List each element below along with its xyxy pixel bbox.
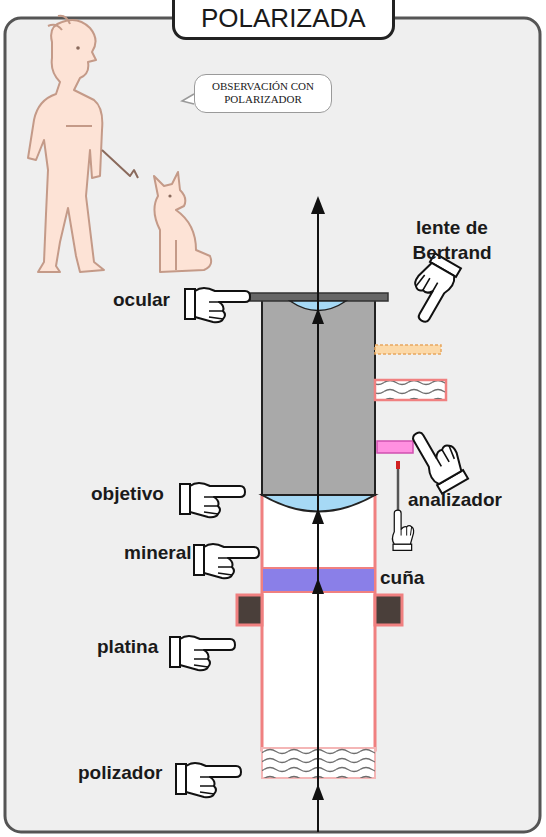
- drawing-part: [312, 508, 324, 524]
- speech-bubble: OBSERVACIÓN CON POLARIZADOR: [194, 74, 332, 113]
- drawing-part: [76, 46, 80, 50]
- title-text: POLARIZADA: [201, 3, 366, 33]
- pointer-hand: [180, 483, 245, 517]
- drawing-part: [48, 16, 70, 30]
- drawing-part: [168, 194, 171, 197]
- wedge-tip: [396, 461, 400, 469]
- observer-figure: [28, 16, 211, 272]
- speech-text: OBSERVACIÓN CON POLARIZADOR: [204, 80, 322, 106]
- part-label: mineral: [124, 540, 192, 565]
- part-label: cuña: [380, 565, 424, 590]
- drawing-part: [312, 578, 324, 594]
- analyzer-waves: [376, 381, 445, 399]
- title-box: POLARIZADA: [172, 0, 395, 40]
- stage-block: [375, 595, 402, 625]
- part-label: objetivo: [91, 481, 164, 506]
- part-label: analizador: [408, 487, 502, 512]
- stage-block: [237, 595, 262, 625]
- pointing-hands: [170, 252, 471, 797]
- drawing-part: [66, 125, 92, 127]
- drawing-part: [102, 150, 138, 178]
- pointer-hand: [185, 288, 250, 322]
- pointer-hand: [176, 763, 241, 797]
- part-label: ocular: [113, 287, 170, 312]
- panel: [5, 18, 540, 832]
- part-label: platina: [97, 634, 158, 659]
- part-label: lente de Bertrand: [392, 215, 512, 265]
- drawing-part: [154, 172, 211, 272]
- analyzer-body: [375, 380, 446, 400]
- wedge-shaft: [397, 469, 400, 512]
- part-label: polizador: [78, 760, 162, 785]
- drawing-part: [175, 240, 177, 270]
- pointer-hand: [392, 510, 413, 550]
- drawing-part: [28, 20, 104, 272]
- microscope: [237, 196, 446, 832]
- pointer-hand: [170, 636, 235, 670]
- light-arrowheads: [311, 196, 325, 800]
- analyzer-slot: [377, 441, 413, 453]
- drawing-part: [312, 308, 324, 324]
- drawing-part: [311, 196, 325, 214]
- pointer-hand: [194, 544, 259, 578]
- speech-tail: [182, 94, 194, 104]
- pointer-hand: [409, 421, 471, 494]
- bertrand-lens-slider: [375, 345, 441, 354]
- drawing-part: [312, 784, 324, 800]
